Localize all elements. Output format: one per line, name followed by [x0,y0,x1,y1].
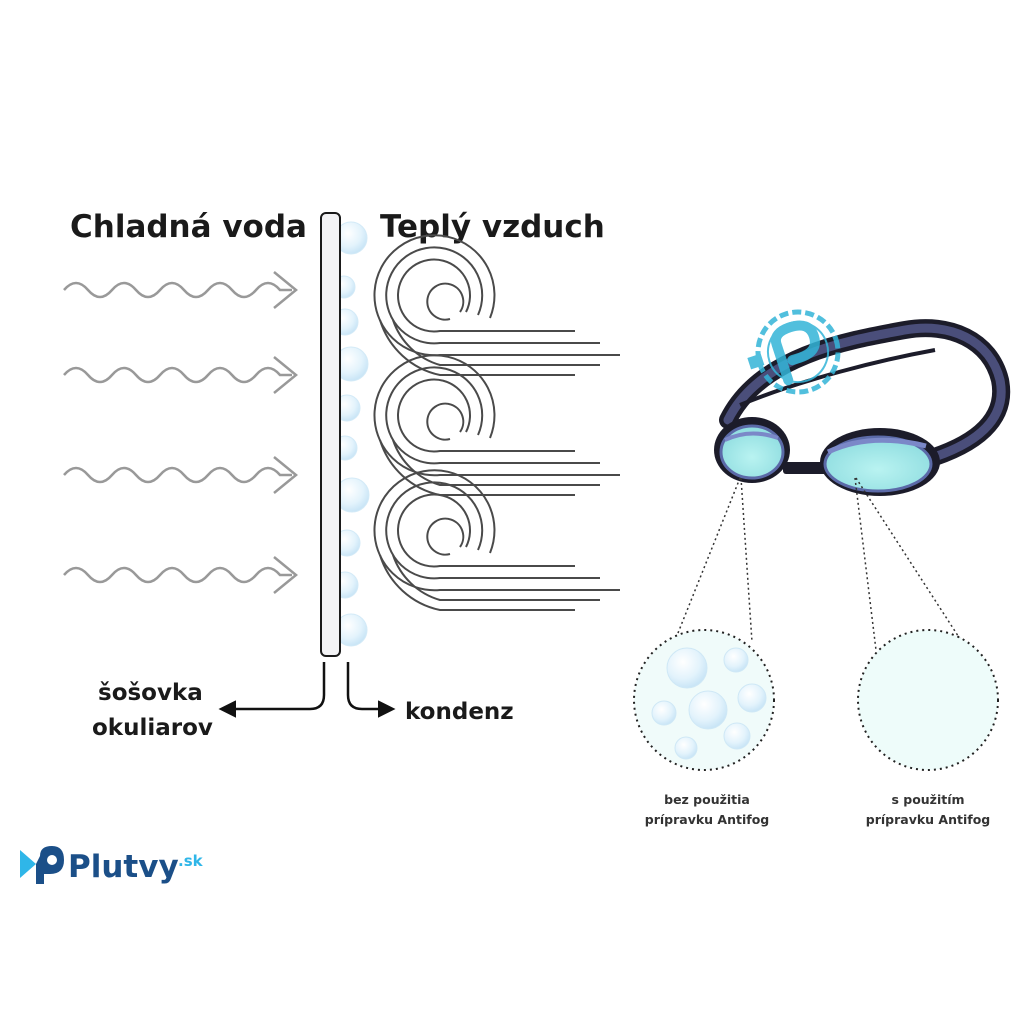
caption-with-antifog-line1: s použitím [891,792,964,807]
cold-water-heading: Chladná voda [70,209,307,245]
zoom-circle-without-antifog [633,629,775,771]
swirl-3 [373,469,620,611]
droplet [666,647,708,689]
plutvy-fin-icon [20,846,64,884]
lens-label-line2: okuliarov [92,715,213,741]
droplet [723,647,749,673]
cold-water-waves [63,271,298,594]
warm-air-heading: Teplý vzduch [380,209,605,245]
droplet [737,683,767,713]
droplet [674,736,698,760]
zoom-pointer-lines [675,477,963,651]
brand-logo: Plutvy .sk [20,846,204,885]
caption-without-antifog-line1: bez použitia [664,792,750,807]
brand-name: Plutvy [68,849,179,885]
antifog-stamp-icon [747,309,841,395]
lens-callout-arrow [218,662,326,718]
condensate-label: kondenz [405,699,514,725]
wave-arrow-2 [63,356,298,394]
condensate-callout-arrow [346,662,396,718]
swirl-1 [373,234,620,376]
caption-without-antifog-line2: prípravku Antifog [645,812,769,827]
zoom-circle-with-antifog [857,629,999,771]
brand-tld: .sk [178,852,204,870]
wave-arrow-3 [63,456,298,494]
wave-arrow-4 [63,556,298,594]
caption-with-antifog-line2: prípravku Antifog [866,812,990,827]
wave-arrow-1 [63,271,298,309]
droplet [651,700,677,726]
goggle-lens-glass [320,212,341,657]
droplet [723,722,751,750]
droplet [688,690,728,730]
warm-air-swirls [373,234,620,611]
lens-label-line1: šošovka [98,680,203,706]
